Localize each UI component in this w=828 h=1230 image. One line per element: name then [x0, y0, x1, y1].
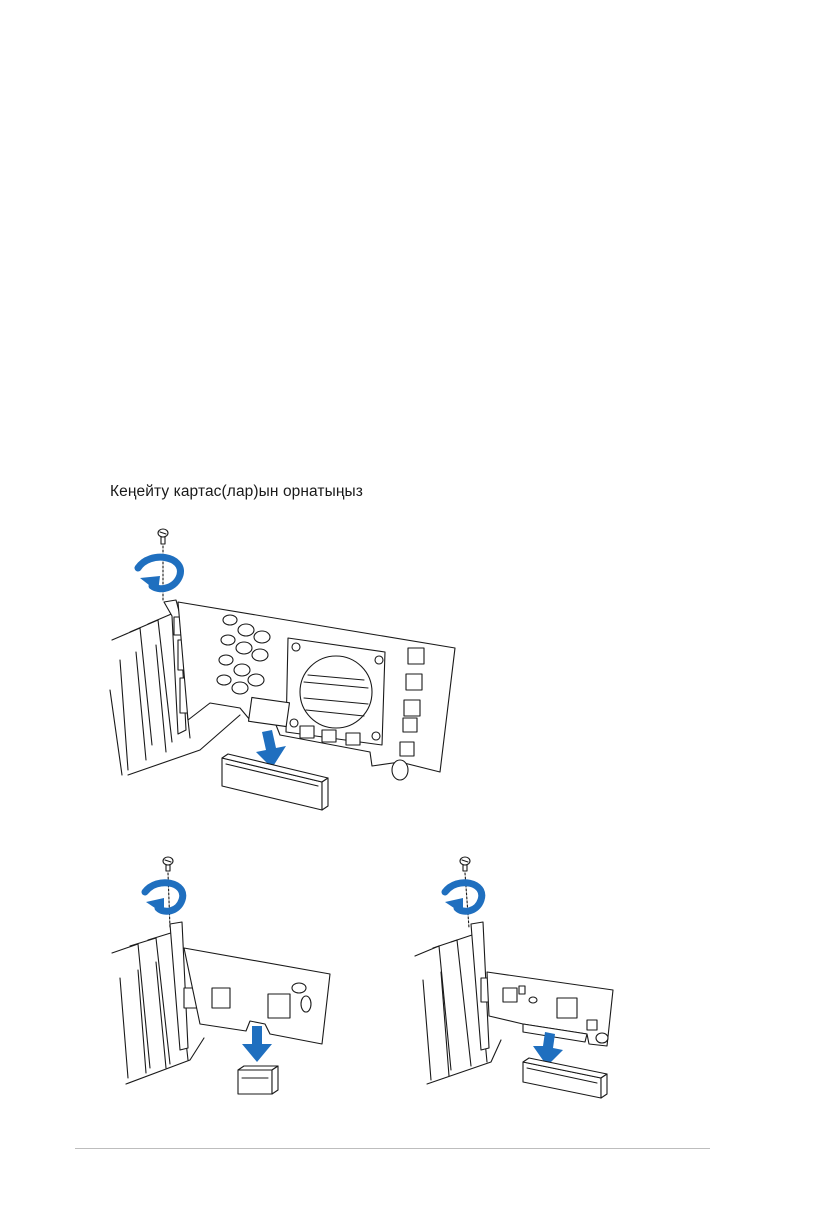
pcie-x1-slot: [238, 1066, 278, 1094]
footer-rule: [75, 1148, 710, 1149]
insert-arrow-icon: [242, 1026, 272, 1062]
rotate-arrow-icon: [138, 557, 180, 592]
screw-icon: [163, 857, 173, 928]
rotate-arrow-icon: [145, 883, 183, 914]
pcie-x1-card-illustration: [100, 848, 350, 1098]
chassis-slots: [415, 934, 501, 1084]
graphics-card-illustration: [100, 520, 480, 820]
pcie-x4-slot: [523, 1058, 607, 1098]
section-caption: Кеңейту картас(лар)ын орнатыңыз: [110, 483, 363, 501]
pcie-card-alt-illustration: [405, 848, 635, 1098]
screw-icon: [460, 857, 470, 928]
graphics-card-pcb: [178, 602, 455, 780]
rotate-arrow-icon: [445, 883, 482, 914]
